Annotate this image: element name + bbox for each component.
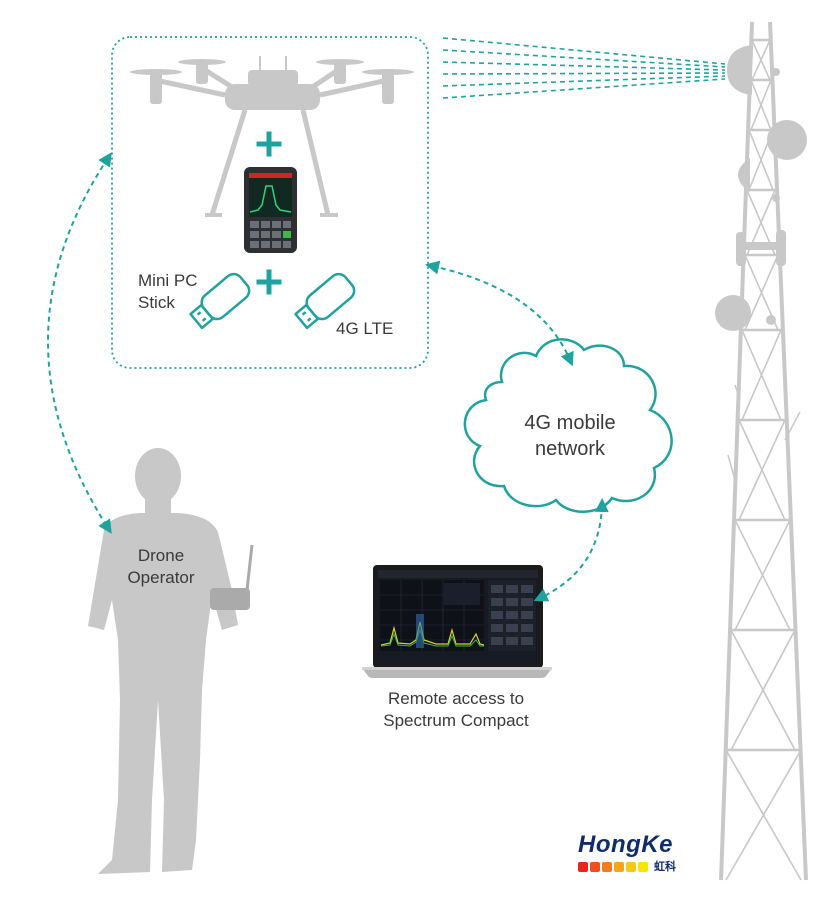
brand-square (578, 862, 588, 872)
brand-square (602, 862, 612, 872)
connection-arrows (47, 152, 609, 602)
signal-beam (442, 37, 726, 99)
brand-squares-row: 虹科 (578, 861, 718, 873)
laptop-icon (362, 565, 552, 678)
mobile-network-line-1: 4G mobile (524, 412, 616, 434)
drone-operator-label: Drone Operator (118, 545, 204, 589)
mobile-network-label: 4G mobile network (500, 410, 640, 462)
cloud-icon (463, 338, 673, 513)
brand-square (638, 862, 648, 872)
brand-square (626, 862, 636, 872)
mini-pc-stick-label: Mini PC Stick (138, 270, 198, 314)
mini-pc-stick-line-1: Mini PC (138, 271, 198, 290)
plus-icon (256, 131, 282, 157)
brand-square (590, 862, 600, 872)
plus-icon (256, 269, 282, 295)
brand-square (614, 862, 624, 872)
drone-operator-line-2: Operator (127, 568, 195, 587)
cell-tower-icon (715, 21, 808, 881)
mobile-network-line-2: network (534, 438, 606, 460)
drone-payload-box (111, 36, 429, 369)
mini-pc-stick-line-2: Stick (138, 293, 175, 312)
drone-icon (130, 56, 414, 217)
usb-stick-icon (294, 272, 356, 330)
lte-label: 4G LTE (336, 319, 394, 338)
person-silhouette-icon (88, 448, 254, 874)
drone-operator-line-1: Drone (137, 546, 185, 565)
brand-logo: HongKe 虹科 (578, 832, 718, 873)
usb-stick-icon (189, 272, 251, 330)
spectrum-analyzer-icon (244, 167, 297, 253)
remote-access-label: Remote access to Spectrum Compact (356, 688, 556, 732)
brand-name: HongKe (578, 831, 673, 858)
brand-chinese-name: 虹科 (654, 860, 676, 873)
remote-access-line-2: Spectrum Compact (383, 711, 529, 730)
remote-access-line-1: Remote access to (387, 689, 525, 708)
